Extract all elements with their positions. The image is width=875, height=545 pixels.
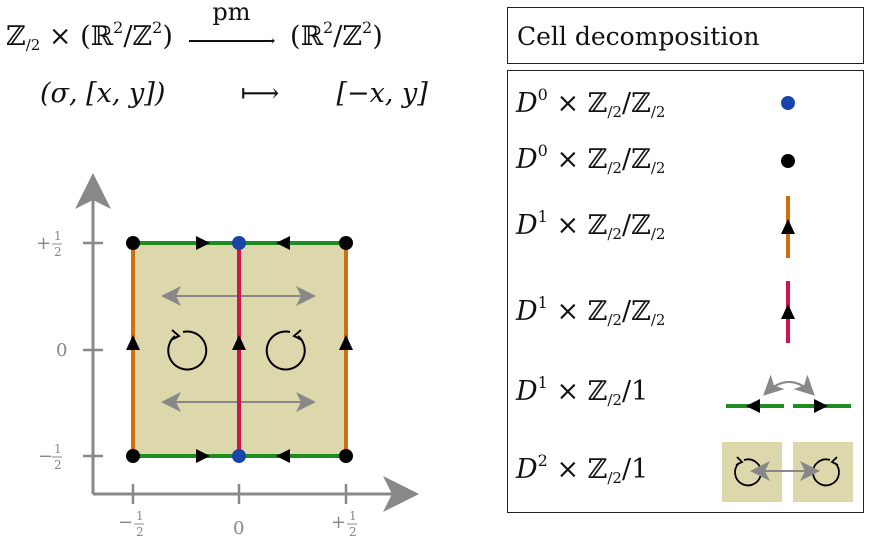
legend-title-box: Cell decomposition [507, 7, 864, 64]
domain-close: ) [162, 21, 173, 52]
legend-title: Cell decomposition [517, 22, 760, 51]
legend-row-2-label: D1 × ℤ/2/ℤ/2 [516, 207, 666, 243]
vertex-bottom-middle-blue [232, 449, 246, 463]
arrow-bottom-left-right-icon [196, 449, 210, 463]
map-arrow: pm ⟶ [189, 0, 276, 50]
legend-orientation-arrow-right-icon [830, 456, 839, 466]
orientation-circle-right-icon [265, 330, 306, 371]
legend-black-dot [781, 154, 795, 168]
arrow-middle-edge-up-icon [232, 335, 246, 350]
vertex-top-right [339, 236, 353, 250]
vertex-top-left [126, 236, 140, 250]
legend-row-4-label: D1 × ℤ/2/1 [516, 373, 649, 409]
legend-orientation-arrow-left-icon [735, 456, 744, 466]
legend-row-3-label: D1 × ℤ/2/ℤ/2 [516, 293, 666, 329]
legend-row-0-label: D0 × ℤ/2/ℤ/2 [516, 85, 666, 121]
map-arrow-label: pm [212, 0, 251, 26]
domain-mid: /ℤ [123, 21, 153, 52]
x-frac-num-left: 1 [136, 509, 144, 523]
map-formula-line-1: ℤ/2 × (ℝ2/ℤ2) pm ⟶ (ℝ2/ℤ2) [6, 0, 383, 54]
image-expr: [−x, y] [336, 78, 428, 109]
domain-exponent-2: 2 [152, 18, 163, 37]
legend-orange-arrow-icon [781, 219, 795, 234]
codomain-mid: /ℤ [333, 21, 363, 52]
x-tick-label-left: − [118, 512, 133, 533]
orientation-circle-left-icon [167, 330, 208, 371]
legend-box: D0 × ℤ/2/ℤ/2 D0 × ℤ/2/ℤ/2 D1 × ℤ/2/ℤ/2 D… [507, 70, 864, 513]
fundamental-domain-diagram: + 1 2 0 − 1 2 − 1 2 0 + 1 2 [36, 173, 419, 539]
y-tick-label-top: + [36, 233, 51, 254]
domain-exponent: 2 [113, 18, 124, 37]
codomain-exponent: 2 [323, 18, 334, 37]
z2-subscript: /2 [25, 36, 41, 54]
x-frac-num-right: 1 [349, 509, 357, 523]
map-formula-line-2: (σ, [x, y]) ⟼ [−x, y] [40, 78, 428, 109]
orientation-arrowhead-right-icon [292, 329, 303, 341]
element-expr: (σ, [x, y]) [40, 78, 166, 109]
codomain-exponent-2: 2 [362, 18, 373, 37]
legend-row-5-label: D2 × ℤ/2/1 [516, 451, 649, 487]
legend-blue-dot [781, 96, 795, 110]
vertex-bottom-right [339, 449, 353, 463]
y-frac-den-bottom: 2 [54, 458, 62, 472]
codomain-open: (ℝ [290, 21, 324, 52]
legend-crimson-arrow-icon [781, 304, 795, 319]
map-arrow-shaft [189, 40, 274, 42]
arrow-right-edge-up-icon [339, 335, 353, 350]
arrow-top-right-left-icon [276, 236, 290, 250]
codomain-close: ) [372, 21, 383, 52]
y-frac-den-top: 2 [54, 245, 62, 259]
orientation-arrowhead-left-icon [170, 329, 181, 341]
y-tick-label-mid: 0 [56, 340, 67, 361]
arrow-right-icon: ⟶ [252, 31, 276, 50]
x-frac-den-left: 2 [136, 525, 144, 539]
z2-symbol: ℤ [6, 21, 26, 52]
domain-open: (ℝ [80, 21, 114, 52]
x-frac-den-right: 2 [349, 525, 357, 539]
legend-green-arrow-right-icon [814, 399, 828, 413]
legend-swap-arrow-left [763, 374, 813, 396]
y-frac-num-top: 1 [54, 229, 62, 243]
legend-green-arrow-left-icon [746, 399, 760, 413]
times-symbol: × [48, 21, 72, 52]
y-tick-label-bottom: − [38, 446, 53, 467]
arrow-left-edge-up-icon [126, 335, 140, 350]
legend-markers [722, 96, 853, 502]
arrow-top-left-right-icon [196, 236, 210, 250]
vertex-bottom-left [126, 449, 140, 463]
legend-row-1-label: D0 × ℤ/2/ℤ/2 [516, 141, 666, 177]
x-tick-label-right: + [331, 512, 346, 533]
x-tick-label-mid: 0 [233, 518, 244, 539]
vertex-top-middle-blue [232, 236, 246, 250]
mapsto-symbol: ⟼ [240, 78, 280, 109]
arrow-bottom-right-left-icon [276, 449, 290, 463]
y-frac-num-bottom: 1 [54, 442, 62, 456]
